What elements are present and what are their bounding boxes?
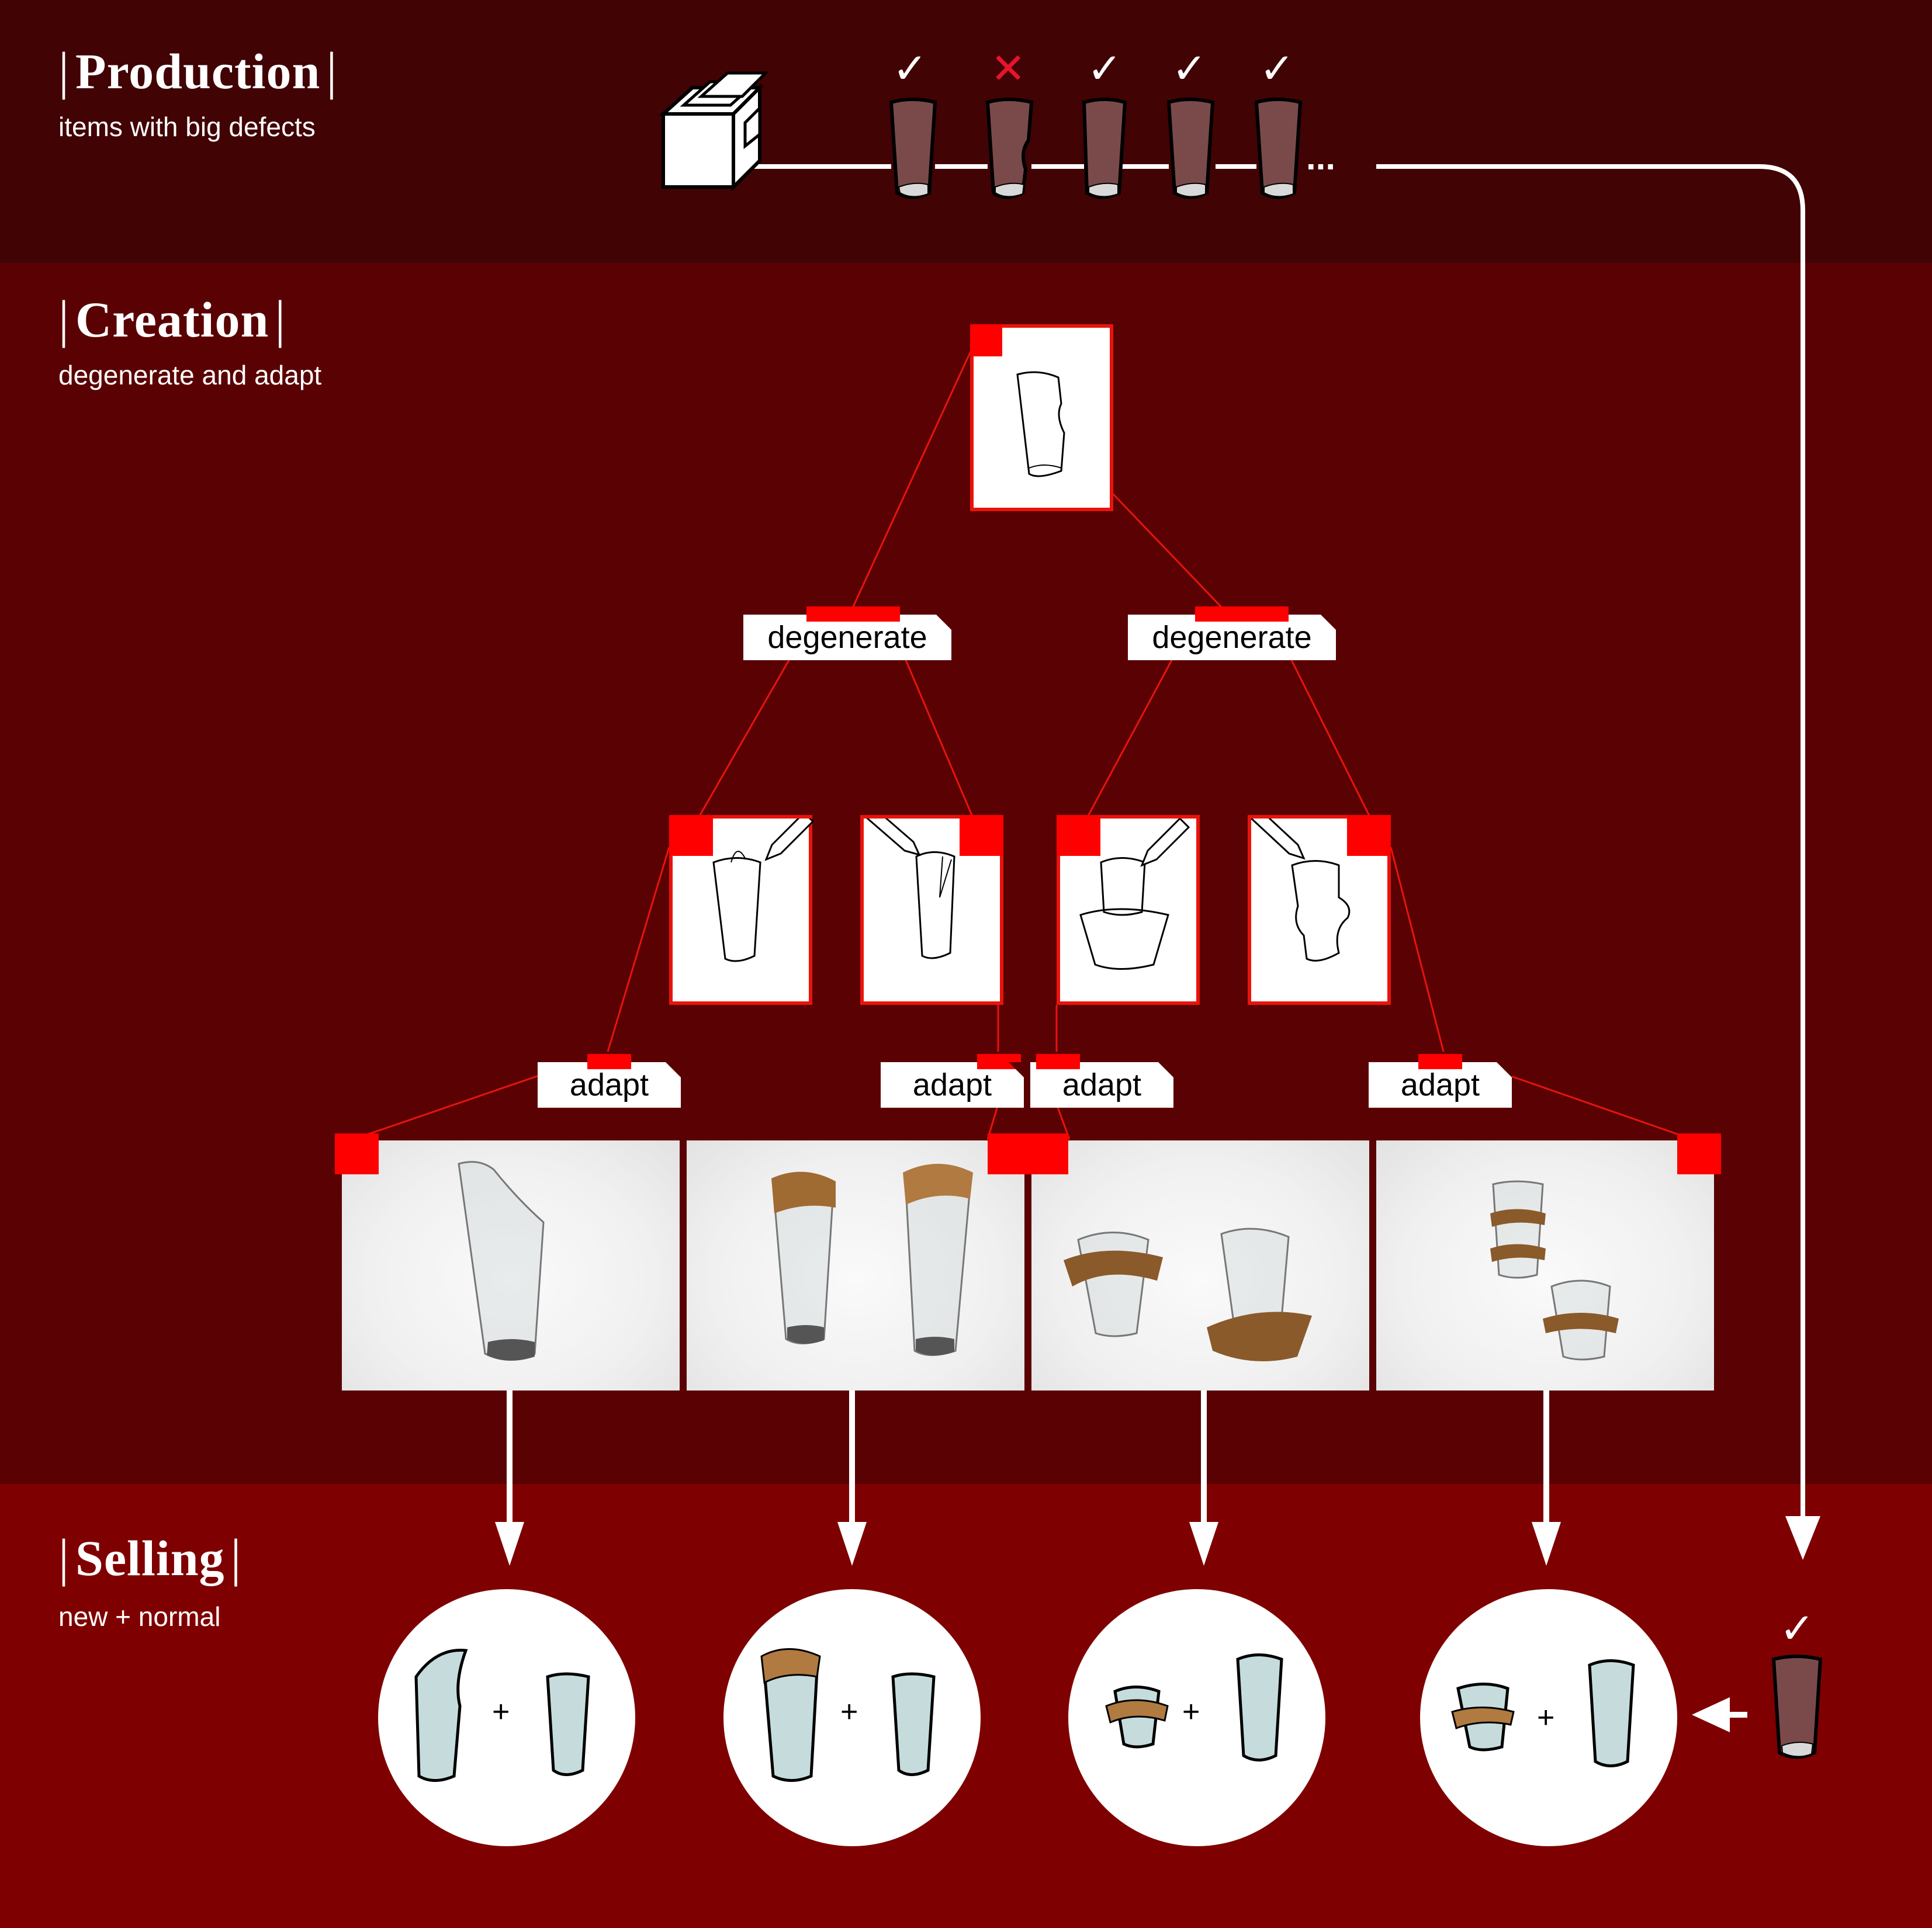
adapt-label-2: adapt bbox=[881, 1054, 1024, 1108]
label-tab bbox=[1036, 1054, 1080, 1069]
production-arrow-head bbox=[1785, 1516, 1820, 1560]
selling-subtitle: new + normal bbox=[58, 1601, 221, 1632]
adapt-label-3: adapt bbox=[1030, 1054, 1173, 1108]
selling-circle-1: + bbox=[378, 1589, 635, 1846]
sketch-sheet-2 bbox=[860, 815, 1003, 1005]
sheet-corner bbox=[1057, 815, 1100, 856]
selling-title: |Selling| bbox=[58, 1529, 242, 1587]
check-icon: ✓ bbox=[1087, 44, 1123, 93]
label-fold bbox=[666, 1062, 681, 1077]
sheet-corner bbox=[970, 324, 1002, 356]
pitcher-and-glass-icon bbox=[414, 1649, 590, 1782]
check-icon: ✓ bbox=[1259, 44, 1295, 93]
degenerate-label-right: degenerate bbox=[1128, 606, 1336, 660]
selling-circle-4: + bbox=[1420, 1589, 1677, 1846]
selling-circle-3: + bbox=[1068, 1589, 1325, 1846]
label-fold bbox=[1009, 1062, 1024, 1077]
product-photo-pitcher bbox=[335, 1133, 680, 1390]
product-photo-stacking bbox=[1376, 1133, 1721, 1390]
stacking-glasses bbox=[1490, 1180, 1619, 1361]
adapt-text: adapt bbox=[1062, 1067, 1142, 1102]
sketch-sheet-4 bbox=[1248, 815, 1391, 1005]
degenerate-label-left: degenerate bbox=[743, 606, 951, 660]
creation-subtitle: degenerate and adapt bbox=[58, 360, 322, 390]
adapt-text: adapt bbox=[1400, 1067, 1480, 1102]
production-line bbox=[751, 164, 1805, 1519]
sheet-corner bbox=[669, 815, 713, 856]
check-icon: ✓ bbox=[1172, 44, 1207, 93]
production-ellipsis: ... bbox=[1306, 138, 1336, 177]
sketch-cup-1 bbox=[712, 819, 815, 962]
stacking-band-and-glass-icon bbox=[1451, 1659, 1635, 1767]
photo-corner bbox=[1024, 1133, 1068, 1174]
adapt-text: adapt bbox=[912, 1067, 992, 1102]
cork-band-and-glass-icon bbox=[1105, 1653, 1283, 1761]
label-fold bbox=[936, 615, 951, 630]
sketch-sheet-3 bbox=[1057, 815, 1200, 1005]
check-icon: ✓ bbox=[892, 44, 928, 93]
pitcher-glass bbox=[458, 1161, 545, 1361]
sketch-cup-3 bbox=[1079, 819, 1190, 970]
production-cups bbox=[889, 98, 1303, 199]
label-tab bbox=[806, 606, 900, 622]
sheet-corner bbox=[960, 815, 1003, 856]
cross-icon: ✕ bbox=[991, 44, 1026, 93]
label-fold bbox=[1497, 1062, 1512, 1077]
adapt-label-4: adapt bbox=[1369, 1054, 1512, 1108]
selling-title-text: Selling bbox=[75, 1530, 225, 1586]
degenerate-text: degenerate bbox=[1152, 620, 1312, 655]
label-tab bbox=[587, 1054, 631, 1069]
sketch-cup-4 bbox=[1251, 819, 1351, 962]
label-tab bbox=[1418, 1054, 1462, 1069]
down-arrows bbox=[507, 1390, 1549, 1525]
photo-corner bbox=[335, 1133, 379, 1174]
sketch-sheet-1 bbox=[669, 815, 815, 1005]
label-tab bbox=[1195, 606, 1289, 622]
plus-sign: + bbox=[840, 1695, 858, 1729]
adapt-text: adapt bbox=[569, 1067, 649, 1102]
plus-sign: + bbox=[1182, 1695, 1200, 1729]
label-fold bbox=[1158, 1062, 1173, 1077]
creation-title: |Creation| bbox=[58, 290, 286, 348]
left-arrow-head bbox=[1692, 1697, 1730, 1732]
cork-band-glasses bbox=[1064, 1227, 1312, 1361]
creation-title-text: Creation bbox=[75, 292, 269, 348]
production-title-text: Production bbox=[75, 43, 321, 99]
defect-cup-sketch bbox=[1016, 371, 1065, 477]
down-arrow-heads bbox=[495, 1522, 1561, 1566]
photo-corner bbox=[988, 1133, 1031, 1174]
plus-sign: + bbox=[1537, 1701, 1555, 1735]
normal-cup-icon bbox=[1771, 1655, 1823, 1759]
product-photo-cork-bands bbox=[1024, 1133, 1369, 1390]
final-check-icon: ✓ bbox=[1779, 1604, 1815, 1653]
sheet-corner bbox=[1347, 815, 1391, 856]
label-fold bbox=[1321, 615, 1336, 630]
production-band bbox=[0, 0, 1932, 263]
cork-lid-and-glass-icon bbox=[760, 1648, 936, 1782]
production-title: |Production| bbox=[58, 42, 338, 100]
degenerate-text: degenerate bbox=[767, 620, 927, 655]
defect-sketch-sheet bbox=[970, 324, 1113, 511]
adapt-label-1: adapt bbox=[538, 1054, 681, 1108]
plus-sign: + bbox=[492, 1695, 510, 1729]
cork-lid-glasses bbox=[771, 1164, 973, 1356]
photo-corner bbox=[1677, 1133, 1721, 1174]
production-subtitle: items with big defects bbox=[58, 112, 316, 142]
sketch-cup-2 bbox=[866, 819, 955, 959]
factory-icon bbox=[659, 71, 770, 192]
product-photo-cork-lids bbox=[687, 1133, 1031, 1390]
selling-circle-2: + bbox=[723, 1589, 981, 1846]
